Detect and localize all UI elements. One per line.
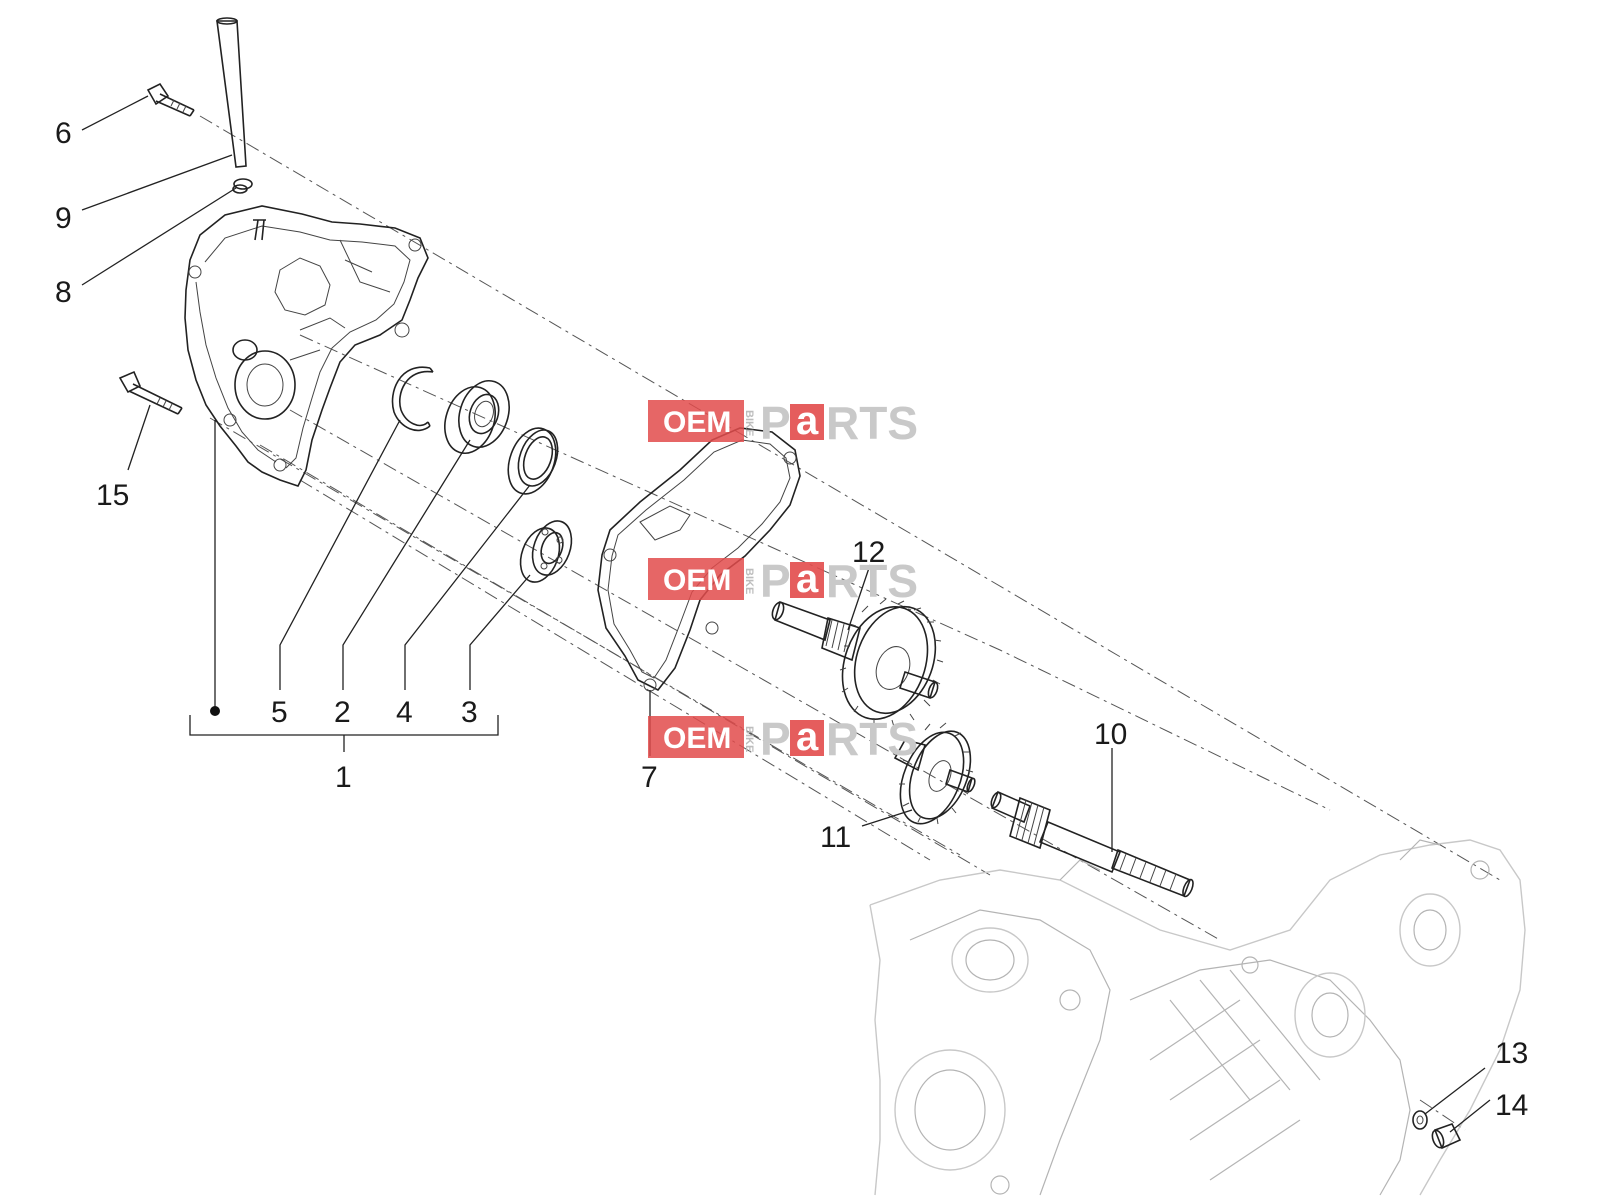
assembly-axes xyxy=(199,115,1501,1131)
part-10-shaft xyxy=(990,790,1194,898)
callout-9: 9 xyxy=(55,202,72,235)
callout-labels: 6 9 8 15 5 2 4 3 1 7 12 10 11 13 14 xyxy=(55,117,1528,1122)
watermark-bike-text: BIKE xyxy=(743,726,755,752)
callout-6: 6 xyxy=(55,117,72,150)
watermark-p-text: P xyxy=(760,397,791,449)
callout-15: 15 xyxy=(96,479,129,512)
callout-12: 12 xyxy=(852,536,885,569)
part-4-seal xyxy=(507,427,559,495)
watermark-oem-bike-parts: OEM BIKE P a RTS OEM BIKE P a RTS OEM BI… xyxy=(648,397,918,765)
callout-10: 10 xyxy=(1094,718,1127,751)
watermark-p-text: P xyxy=(760,713,791,765)
callout-5: 5 xyxy=(271,696,288,729)
part-3-bearing xyxy=(519,520,573,583)
watermark-oem-box xyxy=(648,400,744,442)
callout-13: 13 xyxy=(1495,1037,1528,1070)
callout-4: 4 xyxy=(396,696,413,729)
callout-2: 2 xyxy=(334,696,351,729)
watermark-rts-text: RTS xyxy=(826,713,918,765)
watermark-oem-text: OEM xyxy=(663,406,731,439)
crankcase-housing xyxy=(869,839,1526,1196)
callout-8: 8 xyxy=(55,276,72,309)
watermark-oem-text: OEM xyxy=(663,564,731,597)
watermark-a-text: a xyxy=(796,557,819,601)
watermark-bike-text: BIKE xyxy=(743,568,755,594)
part-15-screw xyxy=(118,370,183,415)
watermark-p-text: P xyxy=(760,555,791,607)
watermark-a-text: a xyxy=(796,399,819,443)
part-2-bearing xyxy=(444,380,510,454)
part-12-gear-shaft xyxy=(771,598,944,728)
callout-11: 11 xyxy=(820,821,851,854)
leader-lines xyxy=(81,95,1491,1133)
callout-14: 14 xyxy=(1495,1089,1528,1122)
watermark-rts-text: RTS xyxy=(826,397,918,449)
part-13-washer xyxy=(1412,1110,1428,1130)
watermark-a-box xyxy=(790,720,824,756)
watermark-oem-text: OEM xyxy=(663,722,731,755)
part-9-tube xyxy=(216,17,247,168)
part-11-gear xyxy=(893,722,976,825)
watermark-a-box xyxy=(790,404,824,440)
assembly-dot-marker xyxy=(210,706,220,716)
part-6-screw xyxy=(146,82,195,117)
watermark-instance: OEM BIKE P a RTS xyxy=(648,397,918,449)
watermark-bike-text: BIKE xyxy=(743,410,755,436)
transmission-cover xyxy=(184,205,429,487)
part-8-clip xyxy=(232,178,253,194)
callout-3: 3 xyxy=(461,696,478,729)
watermark-rts-text: RTS xyxy=(826,555,918,607)
watermark-a-text: a xyxy=(796,715,819,759)
watermark-oem-box xyxy=(648,558,744,600)
callout-7: 7 xyxy=(641,761,658,794)
watermark-a-box xyxy=(790,562,824,598)
watermark-oem-box xyxy=(648,716,744,758)
callout-1: 1 xyxy=(335,761,352,794)
watermark-instance: OEM BIKE P a RTS xyxy=(648,713,918,765)
part-5-circlip xyxy=(391,366,434,432)
part-14-plug xyxy=(1431,1123,1462,1150)
watermark-instance: OEM BIKE P a RTS xyxy=(648,555,918,607)
